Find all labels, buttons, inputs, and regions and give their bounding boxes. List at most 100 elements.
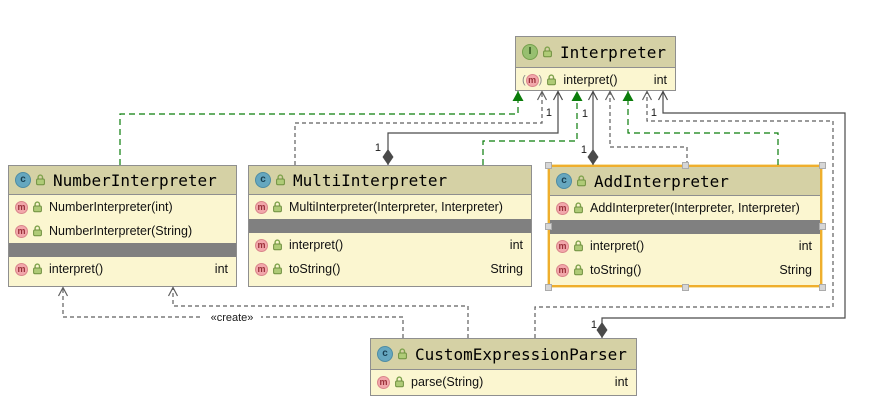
selection-handle[interactable] — [818, 222, 826, 230]
realization-arrowhead-icon — [512, 91, 524, 101]
lock-icon — [273, 239, 282, 251]
member-name: interpret() — [563, 73, 618, 87]
member-type: int — [653, 73, 667, 87]
class-box-number[interactable]: c NumberInterpreter m NumberInterpreter(int… — [8, 165, 237, 287]
class-box-multi[interactable]: c MultiInterpreter m MultiInterpreter(Inter… — [248, 165, 532, 287]
edge-realization[interactable] — [482, 91, 583, 165]
lock-icon — [273, 263, 282, 275]
abstract-paren: ( — [522, 74, 526, 86]
edge-label: «create» — [211, 312, 254, 324]
method-icon: m — [556, 239, 569, 253]
member-row[interactable]: m MultiInterpreter(Interpreter, Interpret… — [249, 195, 531, 219]
edge-label: 1 — [375, 142, 381, 154]
member-type: String — [779, 263, 812, 277]
lock-icon — [574, 240, 583, 252]
method-icon: m — [15, 200, 28, 214]
open-arrowhead-icon — [641, 90, 653, 101]
member-name: interpret() — [289, 238, 344, 252]
lock-icon — [574, 264, 583, 276]
member-name: interpret() — [49, 262, 104, 276]
class-title: MultiInterpreter — [293, 170, 448, 190]
aggregation-diamond-icon — [382, 149, 394, 165]
member-name: parse(String) — [411, 375, 484, 389]
selection-handle[interactable] — [544, 161, 552, 169]
interface-icon: I — [522, 44, 538, 60]
selection-handle[interactable] — [681, 161, 689, 169]
lock-icon — [273, 201, 282, 213]
edge-realization[interactable] — [622, 91, 779, 165]
member-row[interactable]: m AddInterpreter(Interpreter, Interpreter… — [550, 196, 820, 220]
lock-icon — [33, 225, 42, 237]
selection-handle[interactable] — [544, 222, 552, 230]
open-arrowhead-icon — [587, 90, 599, 101]
realization-arrowhead-icon — [571, 91, 583, 101]
edge-dependency[interactable] — [294, 90, 548, 165]
lock-icon — [577, 175, 586, 187]
lock-icon — [36, 174, 45, 186]
edge-realization[interactable] — [119, 91, 524, 165]
method-icon: m — [525, 73, 539, 87]
member-name: NumberInterpreter(int) — [49, 200, 173, 214]
edge-label: 1 — [591, 319, 597, 331]
method-icon: m — [556, 201, 569, 215]
edge-label: 1 — [581, 144, 587, 156]
aggregation-diamond-icon — [587, 149, 599, 165]
compartment-separator — [249, 219, 531, 233]
compartment-separator — [9, 243, 236, 257]
member-type: int — [214, 262, 228, 276]
class-header[interactable]: c MultiInterpreter — [249, 166, 531, 195]
member-name: AddInterpreter(Interpreter, Interpreter) — [590, 201, 800, 215]
lock-icon — [395, 376, 404, 388]
class-icon: c — [377, 346, 393, 362]
selection-handle[interactable] — [818, 283, 826, 291]
realization-arrowhead-icon — [622, 91, 634, 101]
lock-icon — [547, 74, 557, 86]
member-row[interactable]: m interpret() int — [9, 257, 236, 281]
selection-handle[interactable] — [544, 283, 552, 291]
selection-handle[interactable] — [681, 283, 689, 291]
open-arrowhead-icon — [657, 90, 669, 101]
edge-dependency[interactable] — [167, 286, 469, 338]
aggregation-diamond-icon — [596, 322, 608, 338]
abstract-paren: ) — [538, 74, 543, 86]
class-icon: c — [556, 173, 572, 189]
open-arrowhead-icon — [536, 90, 548, 101]
class-icon: c — [15, 172, 31, 188]
lock-icon — [398, 348, 407, 360]
edge-dependency[interactable]: «create» — [57, 286, 404, 338]
open-arrowhead-icon — [604, 90, 616, 101]
member-row[interactable]: (m) interpret() int — [516, 68, 675, 92]
lock-icon — [276, 174, 285, 186]
edge-label: 1 — [546, 107, 552, 119]
method-icon: m — [15, 224, 28, 238]
edge-dependency[interactable] — [604, 90, 688, 165]
lock-icon — [33, 263, 42, 275]
member-name: MultiInterpreter(Interpreter, Interprete… — [289, 200, 503, 214]
compartment-separator — [550, 220, 820, 234]
open-arrowhead-icon — [552, 90, 564, 101]
member-name: toString() — [289, 262, 341, 276]
method-icon: m — [255, 200, 268, 214]
edge-association[interactable]: 11 — [581, 90, 599, 165]
method-icon: m — [15, 262, 28, 276]
class-title: NumberInterpreter — [53, 170, 217, 190]
selection-handle[interactable] — [818, 161, 826, 169]
lock-icon — [574, 202, 583, 214]
class-icon: c — [255, 172, 271, 188]
class-header[interactable]: c NumberInterpreter — [9, 166, 236, 195]
edge-association[interactable]: 11 — [375, 90, 564, 165]
method-icon: m — [377, 375, 390, 389]
member-row[interactable]: m NumberInterpreter(int) — [9, 195, 236, 219]
